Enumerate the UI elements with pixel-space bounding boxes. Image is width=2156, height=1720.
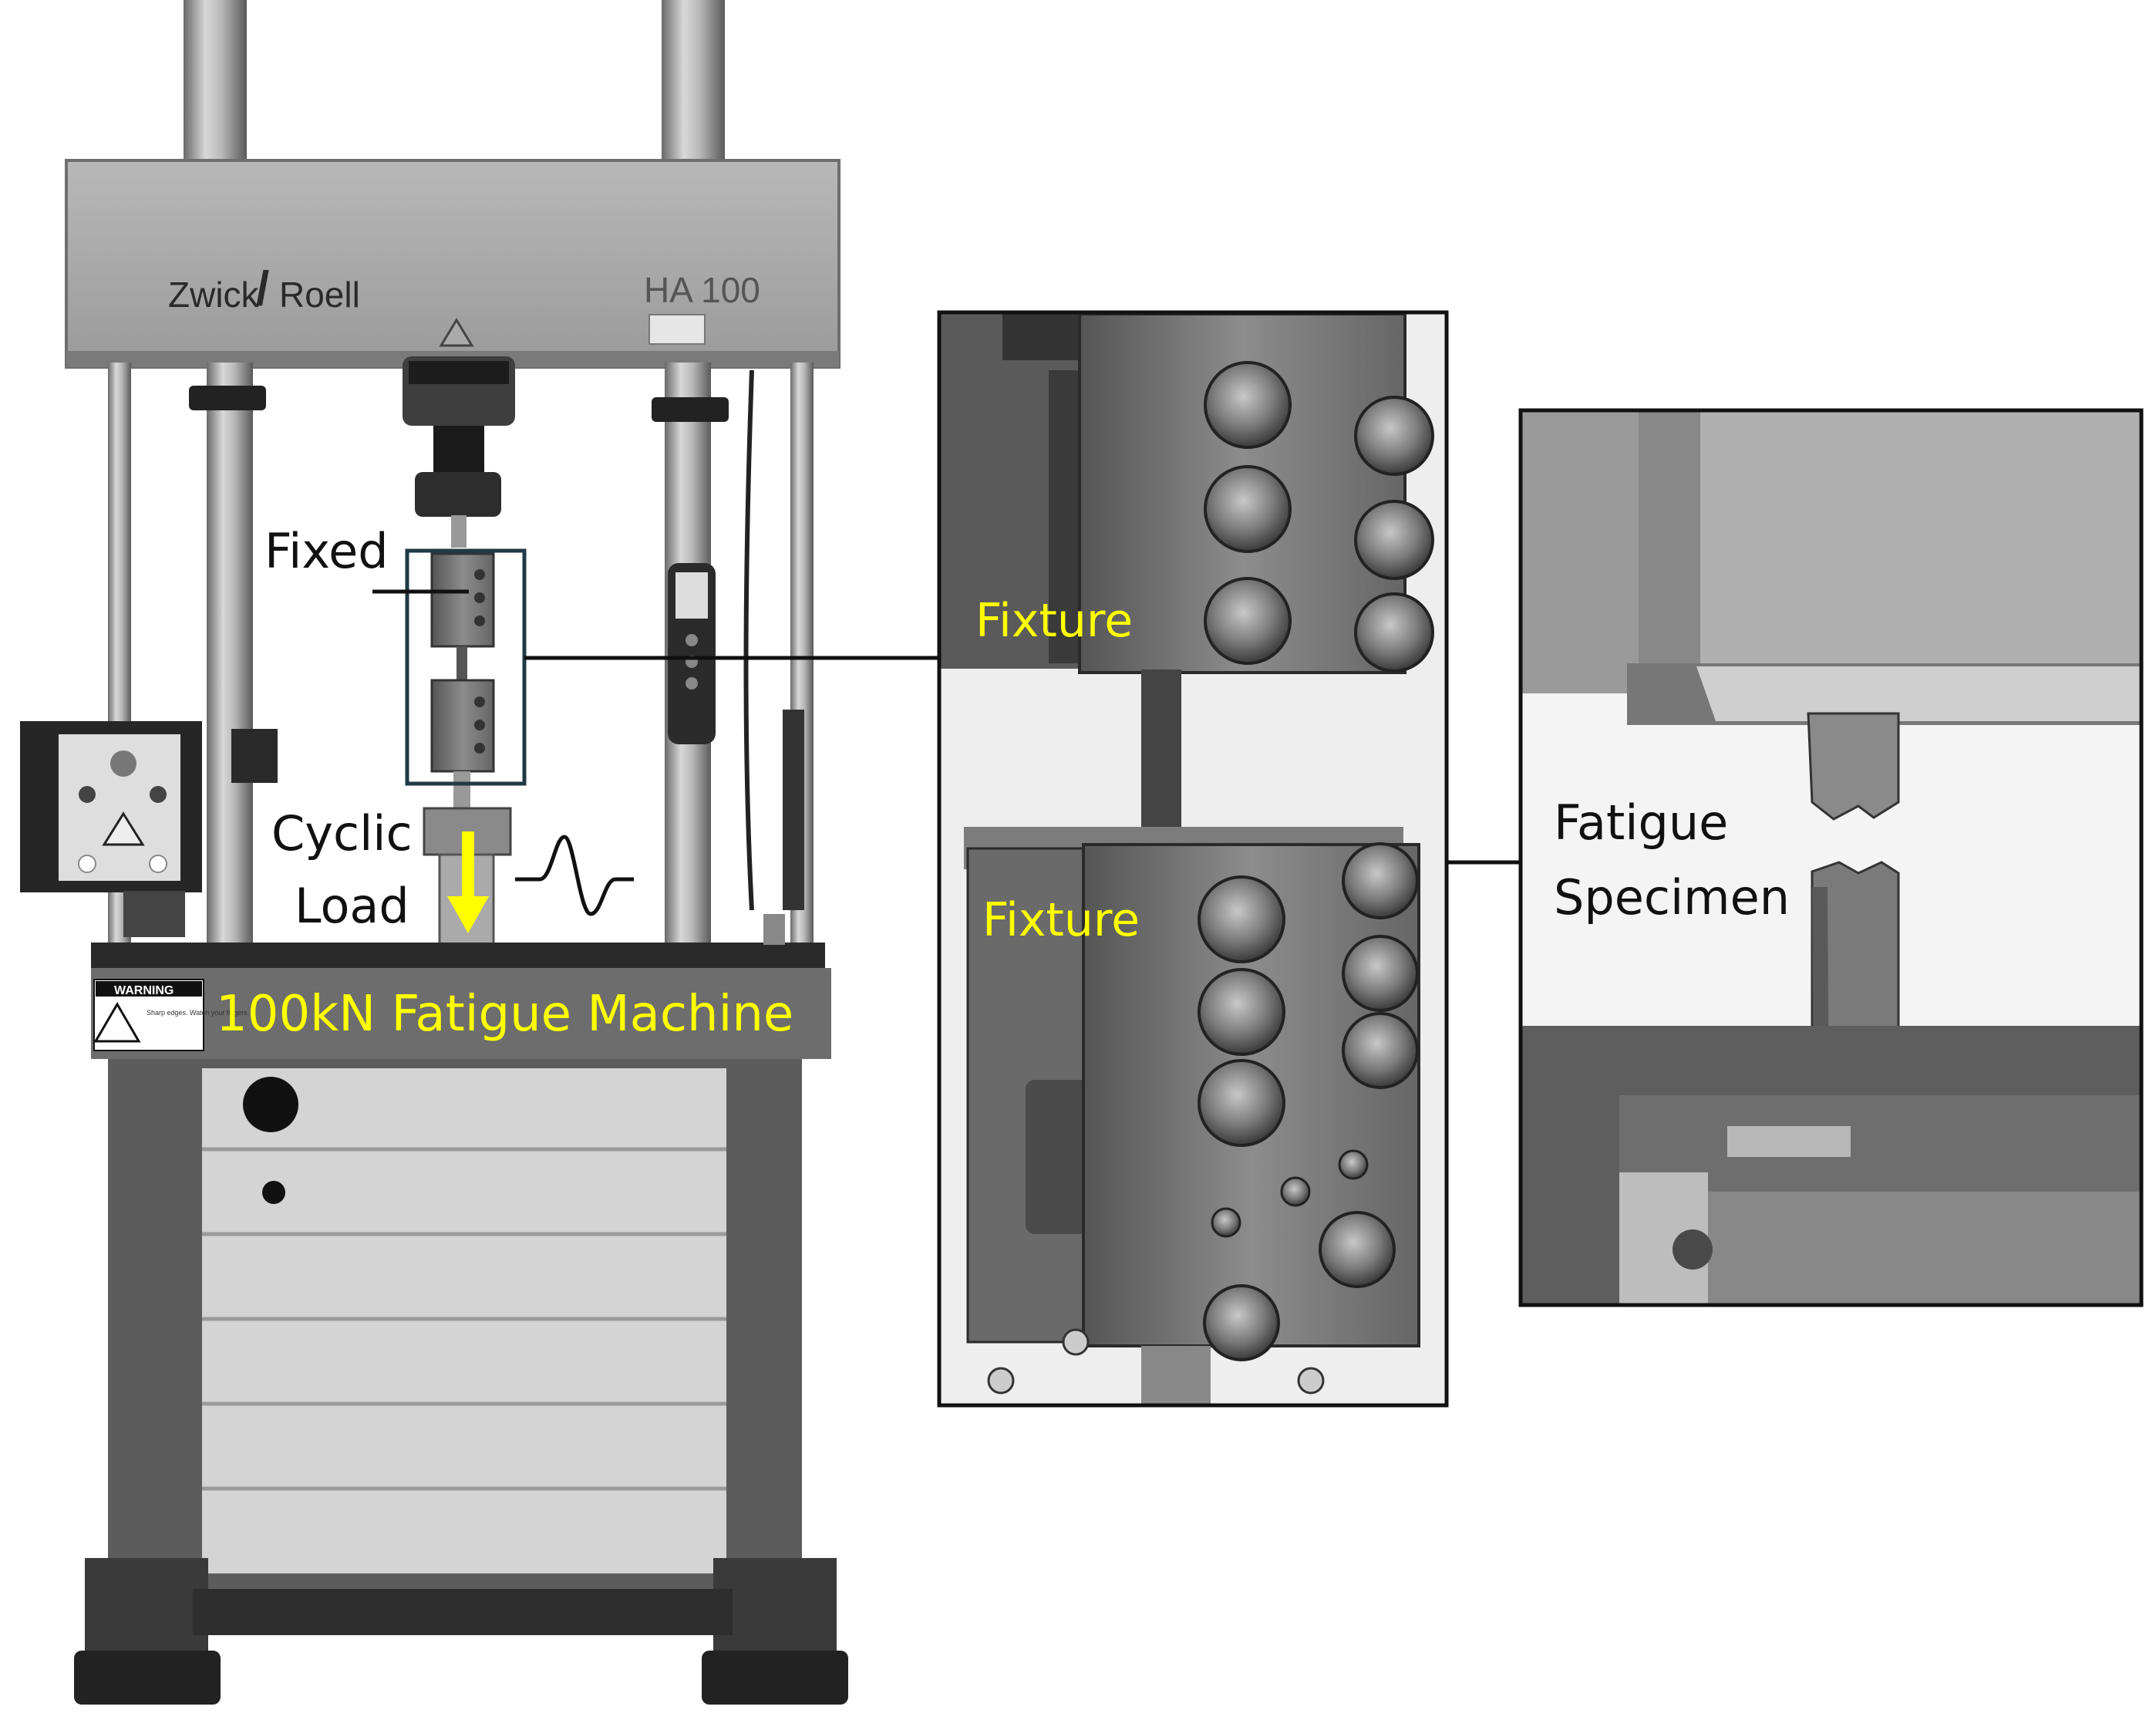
base-front-panel (91, 968, 831, 1059)
hazard-triangle-icon (439, 318, 474, 347)
bolt-icon (1354, 396, 1434, 476)
bolt-icon (1319, 1211, 1396, 1288)
damper-right (783, 710, 804, 910)
machine-photo: Zwick / Roell HA 100 (20, 0, 848, 1705)
cabinet-port-small (262, 1181, 285, 1204)
brand-left-text: Zwick (168, 275, 260, 315)
bolt-icon (1204, 577, 1292, 665)
bolt-icon (1198, 1059, 1285, 1147)
upper-column-right (662, 0, 725, 166)
machine-caption-label: 100kN Fatigue Machine (216, 986, 793, 1043)
hand-hazard-icon (93, 1002, 141, 1043)
bolt-icon (1198, 875, 1285, 963)
machine-table (91, 943, 825, 972)
specimen-closeup-border (1518, 408, 2144, 1307)
warning-icon (102, 811, 145, 846)
specimen-bar (1141, 669, 1181, 843)
fixture-bottom-label: Fixture (982, 893, 1140, 947)
svg-text:/: / (256, 262, 269, 315)
fixture-closeup-border (937, 310, 1449, 1408)
bolt-icon (1203, 1284, 1280, 1361)
foot-left (85, 1558, 208, 1651)
column-left (207, 363, 253, 956)
bolt-icon (1198, 968, 1285, 1056)
upper-column-left (184, 0, 247, 166)
specimen-label-line2: Specimen (1554, 869, 1790, 926)
fixture-closeup-panel (939, 312, 1447, 1405)
model-text: HA 100 (644, 270, 760, 310)
foot-right (713, 1558, 837, 1651)
cyclic-load-arrow-icon (447, 831, 489, 933)
fixture-top-label: Fixture (975, 594, 1133, 648)
barcode-sticker (648, 314, 706, 345)
warning-label-text: WARNING (114, 984, 173, 997)
specimen-closeup-panel (1521, 410, 2141, 1305)
warning-small-text: Sharp edges. Watch your fingers. (147, 1009, 249, 1017)
bolt-icon (1204, 361, 1292, 449)
bolt-icon (1342, 842, 1419, 919)
grip-callout-box (405, 548, 527, 786)
bolt-icon (1342, 1012, 1419, 1089)
specimen-upper-fragment (1807, 712, 1900, 821)
load-label: Load (295, 878, 409, 934)
cabinet-port-large (243, 1077, 298, 1132)
bolt-icon (1204, 465, 1292, 553)
bolt-icon (1354, 500, 1434, 580)
fixed-label: Fixed (264, 523, 389, 579)
bolt-icon (1354, 592, 1434, 673)
cyclic-label: Cyclic (271, 805, 413, 862)
bolt-icon (1342, 935, 1419, 1012)
brand-right-text: Roell (279, 275, 360, 315)
specimen-label-line1: Fatigue (1554, 794, 1728, 851)
cyclic-waveform-icon (515, 835, 634, 916)
